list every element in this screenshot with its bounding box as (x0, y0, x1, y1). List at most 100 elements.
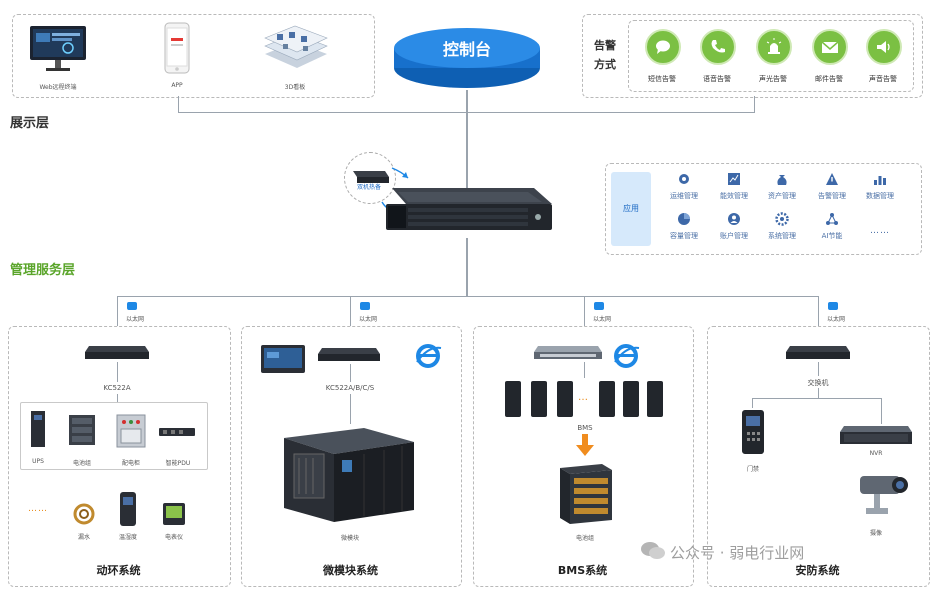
app-label: 容量管理 (670, 232, 698, 240)
app-label: 数据管理 (866, 192, 894, 200)
alarm-label-voice: 语音告警 (703, 75, 731, 83)
app-label: AI节能 (821, 232, 843, 240)
device-label-app: APP (171, 82, 183, 89)
battery-pack-icon (69, 415, 95, 445)
management-layer-title: 管理服务层 (10, 263, 76, 278)
backup-label: 双机热备 (356, 184, 381, 191)
more-sensors: …… (28, 504, 48, 514)
leak-sensor-icon (73, 503, 95, 525)
micromodule-icon (284, 428, 414, 522)
bms-unit-icon (599, 381, 615, 417)
speaker-icon (866, 29, 902, 65)
distribution-cabinet-icon (116, 414, 146, 448)
pdu-icon (159, 428, 195, 436)
app-label: 能效管理 (720, 192, 748, 200)
connector (466, 90, 468, 208)
system-title-bms: BMS系统 (557, 564, 608, 577)
kc522a-label: KC522A (103, 384, 131, 392)
system-title-micromodule: 微模块系统 (323, 564, 378, 577)
server-icon (378, 170, 558, 246)
browser-icon (416, 344, 442, 368)
device-group-box (20, 402, 208, 470)
app-label: 账户管理 (720, 232, 748, 240)
console-label: 控制台 (442, 40, 491, 59)
meter-icon (163, 503, 185, 525)
app-energy: 能效管理 (712, 172, 756, 201)
app-system: 系统管理 (760, 212, 804, 241)
system-box-environment (8, 326, 231, 587)
connector (178, 96, 179, 112)
connector (584, 296, 585, 326)
pdu-label: 智能PDU (165, 460, 191, 467)
connector (117, 296, 819, 297)
security-switch-icon (786, 346, 850, 359)
access-control-icon (742, 410, 764, 454)
connector (117, 362, 118, 382)
system-title-security: 安防系统 (795, 564, 840, 577)
ethernet-label: 以太网 (826, 316, 845, 323)
phone-icon (700, 29, 736, 65)
siren-icon (756, 29, 792, 65)
ethernet-icon (594, 302, 604, 310)
ethernet-icon (127, 302, 137, 310)
temp-humidity-label: 温湿度 (118, 534, 137, 541)
alarm-label-sound: 声音告警 (869, 75, 897, 83)
console-platform (392, 26, 542, 94)
device-label-3d: 3D看板 (284, 84, 306, 91)
controller-icon (318, 348, 380, 361)
ethernet-label: 以太网 (125, 316, 144, 323)
connector (818, 362, 819, 376)
chart-icon (728, 173, 740, 185)
connector (350, 364, 351, 382)
chat-bubble-icon (645, 29, 681, 65)
bar-chart-icon (874, 176, 886, 185)
ethernet-icon (360, 302, 370, 310)
switch-label: 交换机 (807, 379, 829, 387)
browser-icon (614, 344, 640, 368)
distribution-cabinet-label: 配电柜 (121, 460, 140, 467)
connector (350, 296, 351, 326)
bms-unit-icon (647, 381, 663, 417)
3d-dashboard-icon (255, 24, 335, 78)
pie-chart-icon (678, 213, 690, 225)
connector (818, 296, 819, 326)
connector (117, 394, 118, 402)
app-label: 资产管理 (768, 192, 796, 200)
bms-unit-icon (623, 381, 639, 417)
meter-label: 电表仪 (164, 534, 183, 541)
ups-icon (31, 411, 45, 447)
battery-pack-label: 电池组 (72, 460, 91, 467)
bms-switch-icon (534, 346, 602, 359)
apps-tag (611, 172, 651, 246)
switch-icon (85, 346, 149, 359)
alarm-title: 告警方式 (594, 39, 616, 71)
hmi-screen-icon (261, 345, 305, 373)
monitor-icon (28, 24, 88, 78)
bms-ellipsis: … (578, 392, 588, 403)
alarm-label-mail: 邮件告警 (815, 75, 843, 83)
connector (754, 96, 755, 112)
ethernet-label: 以太网 (592, 316, 611, 323)
connector (752, 398, 753, 408)
warning-icon (826, 173, 838, 185)
alarm-label-light: 声光告警 (759, 75, 787, 83)
connector (466, 238, 468, 296)
connector (350, 394, 351, 424)
connector (117, 296, 118, 326)
system-box-bms (473, 326, 694, 587)
battery-rack-icon (560, 464, 612, 524)
system-title-environment: 动环系统 (96, 564, 141, 577)
smartphone-icon (163, 22, 191, 78)
nvr-label: NVR (869, 450, 883, 457)
settings-icon (775, 212, 789, 226)
bms-label: BMS (577, 424, 593, 432)
user-icon (728, 213, 740, 225)
connector (752, 398, 882, 399)
mail-icon (812, 29, 848, 65)
ethernet-icon (828, 302, 838, 310)
backup-server-icon (344, 152, 396, 204)
leak-sensor-label: 漏水 (77, 534, 90, 541)
micromodule-label: 微模块 (340, 535, 359, 542)
app-more: …… (858, 226, 902, 236)
app-account: 账户管理 (712, 212, 756, 241)
